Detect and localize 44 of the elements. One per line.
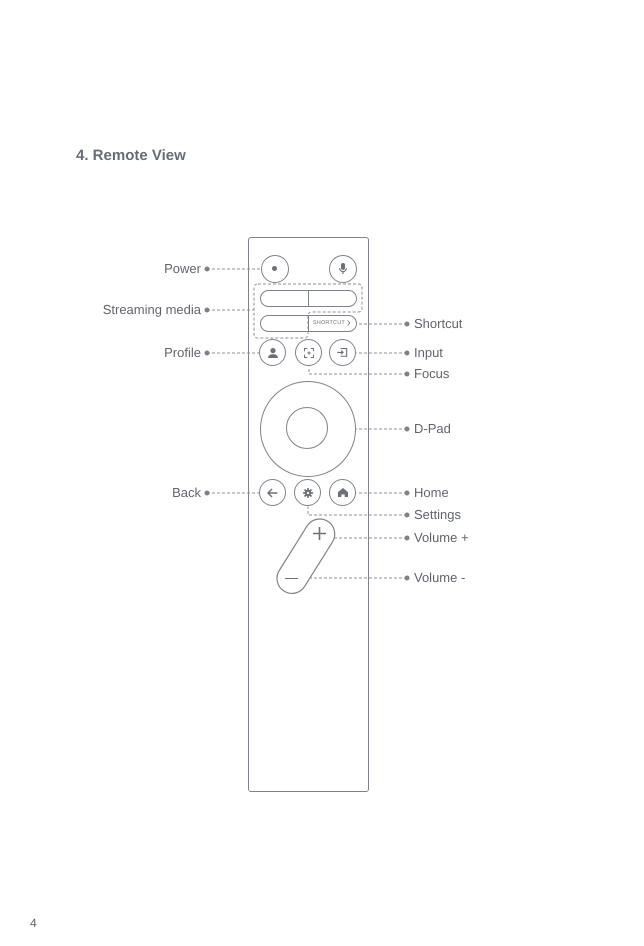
microphone-button: [328, 254, 357, 283]
input-button: [329, 339, 356, 366]
settings-button: [294, 479, 322, 506]
power-button: [260, 254, 289, 283]
leader-line: [308, 506, 410, 518]
leader-line: [204, 308, 254, 312]
leader-line: [356, 490, 410, 496]
shortcut-key: [308, 314, 357, 332]
leader-line: [204, 266, 262, 272]
streaming-key: [260, 314, 309, 332]
focus-button: [295, 339, 322, 366]
home-button: [329, 479, 356, 506]
callout-label: Input: [407, 345, 443, 361]
volume-up-key: [292, 518, 335, 564]
profile-button: [259, 339, 286, 366]
callout-label: Home: [407, 485, 449, 501]
streaming-key: [308, 290, 357, 307]
callout-label: Volume +: [407, 530, 469, 546]
dashed-outline: [254, 284, 362, 338]
callout-label: Volume -: [407, 570, 466, 586]
leader-line: [204, 350, 260, 356]
callout-label: D-Pad: [407, 421, 451, 437]
remote-body: [248, 237, 369, 792]
leader-line: [356, 322, 410, 326]
callout-label: Power: [164, 261, 207, 277]
page-number: 4: [30, 916, 37, 930]
page-title: 4. Remote View: [76, 147, 186, 164]
dpad-ring: [260, 380, 356, 477]
leader-line: [334, 536, 410, 540]
volume-down-key: [276, 548, 318, 594]
callout-label: Streaming media: [102, 302, 207, 318]
leader-line: [204, 490, 260, 496]
ok-button: [286, 407, 328, 450]
callout-label: Focus: [407, 366, 450, 382]
leader-line: [308, 366, 410, 376]
back-button: [259, 479, 286, 506]
callout-label: Shortcut: [407, 316, 462, 332]
streaming-key: [260, 290, 309, 307]
leader-line: [310, 576, 410, 580]
callout-label: Back: [172, 485, 207, 501]
leader-line: [356, 350, 410, 356]
leader-line: [356, 426, 410, 432]
callout-label: Settings: [407, 507, 461, 523]
callout-label: Profile: [164, 345, 207, 361]
